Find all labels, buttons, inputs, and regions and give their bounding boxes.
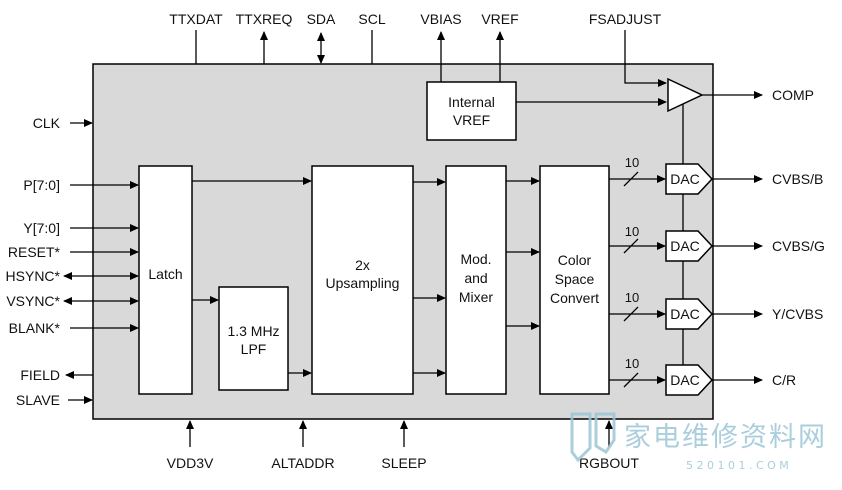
csc-line-2: Space <box>555 271 595 287</box>
pin-label-vdd3v: VDD3V <box>167 455 214 471</box>
bus-width-label-4: 10 <box>625 356 639 371</box>
pin-reset: RESET* <box>8 244 139 260</box>
pin-label-p70: P[7:0] <box>23 177 60 193</box>
pin-slave: SLAVE <box>16 392 93 408</box>
pin-label-blank: BLANK* <box>9 320 61 336</box>
watermark-logo-icon <box>570 412 616 463</box>
dac-2: DAC <box>665 230 714 262</box>
pin-label-scl: SCL <box>358 11 385 27</box>
pin-label-sda: SDA <box>307 11 336 27</box>
pin-label-y-cvbs: Y/CVBS <box>772 306 823 322</box>
mixer-line-2: and <box>464 270 487 286</box>
lpf-line-1: 1.3 MHz <box>227 323 279 339</box>
pin-ttxdat: TTXDAT <box>169 11 223 64</box>
dac-4-label: DAC <box>670 372 700 388</box>
pin-label-vbias: VBIAS <box>420 11 461 27</box>
bus-width-label-1: 10 <box>625 155 639 170</box>
pin-label-field: FIELD <box>20 367 60 383</box>
upsampling-block: 2x Upsampling <box>311 165 414 395</box>
pin-rgbout: RGBOUT <box>579 420 639 471</box>
pin-blank: BLANK* <box>9 320 139 336</box>
pin-label-ttxdat: TTXDAT <box>169 11 223 27</box>
pin-scl: SCL <box>358 11 386 64</box>
pin-sleep: SLEEP <box>381 420 427 471</box>
pin-label-comp: COMP <box>772 87 814 103</box>
latch-label: Latch <box>148 266 182 282</box>
pin-label-sleep: SLEEP <box>381 455 426 471</box>
dac-3-label: DAC <box>670 306 700 322</box>
pin-vdd3v: VDD3V <box>167 420 214 471</box>
dac-1: DAC <box>665 163 714 195</box>
pin-hsync: HSYNC* <box>6 268 139 284</box>
pin-vbias: VBIAS <box>420 11 462 82</box>
pin-y70: Y[7:0] <box>23 220 139 236</box>
bus-width-label-3: 10 <box>625 290 639 305</box>
pin-label-reset: RESET* <box>8 244 61 260</box>
mixer-line-3: Mixer <box>459 289 494 305</box>
vref-block-line-1: Internal <box>448 94 495 110</box>
pin-vsync: VSYNC* <box>6 293 139 309</box>
mixer-line-1: Mod. <box>460 251 491 267</box>
watermark-cn-text: 家电维修资料网 <box>624 422 827 453</box>
upsampling-line-1: 2x <box>355 257 370 273</box>
bus-to-dac-2: 10 <box>609 224 666 254</box>
pin-label-rgbout: RGBOUT <box>579 455 639 471</box>
pin-label-ttxreq: TTXREQ <box>236 11 293 27</box>
dac-2-label: DAC <box>670 238 700 254</box>
pin-altaddr: ALTADDR <box>271 420 335 471</box>
pin-label-cvbs-g: CVBS/G <box>772 238 825 254</box>
internal-vref-block: Internal VREF <box>426 81 517 141</box>
pin-label-altaddr: ALTADDR <box>271 455 334 471</box>
vref-block-line-2: VREF <box>453 112 490 128</box>
watermark: 家电维修资料网 5 2 0 1 0 1 . C O M <box>570 412 827 472</box>
dac-4: DAC <box>665 364 714 396</box>
pin-label-clk: CLK <box>33 115 61 131</box>
pin-sda: SDA <box>307 11 336 64</box>
pin-ttxreq: TTXREQ <box>236 11 293 64</box>
mixer-block: Mod. and Mixer <box>445 165 507 395</box>
color-space-convert-block: Color Space Convert <box>539 165 610 395</box>
pin-label-hsync: HSYNC* <box>6 268 61 284</box>
lpf-line-2: LPF <box>241 341 267 357</box>
lpf-block: 1.3 MHz LPF <box>218 286 289 391</box>
dac-3: DAC <box>665 298 714 330</box>
pin-label-vref: VREF <box>481 11 518 27</box>
pin-vref: VREF <box>481 11 519 82</box>
dac-1-label: DAC <box>670 171 700 187</box>
comp-amplifier-icon <box>667 77 704 113</box>
pin-p70: P[7:0] <box>23 177 139 193</box>
bus-width-label-2: 10 <box>625 224 639 239</box>
latch-block: Latch <box>138 165 193 395</box>
pin-c-r: C/R <box>712 372 796 388</box>
pin-field: FIELD <box>20 367 93 383</box>
upsampling-line-2: Upsampling <box>326 275 400 291</box>
pin-label-y70: Y[7:0] <box>23 220 60 236</box>
pin-y-cvbs: Y/CVBS <box>712 306 823 322</box>
pin-clk: CLK <box>33 115 93 131</box>
csc-line-1: Color <box>558 252 592 268</box>
pin-label-c-r: C/R <box>772 372 796 388</box>
bus-to-dac-1: 10 <box>609 155 666 187</box>
csc-line-3: Convert <box>550 290 599 306</box>
pin-cvbs-g: CVBS/G <box>712 238 825 254</box>
pin-fsadjust: FSADJUST <box>589 11 667 87</box>
pin-label-slave: SLAVE <box>16 392 60 408</box>
pin-label-cvbs-b: CVBS/B <box>772 171 823 187</box>
pin-label-vsync: VSYNC* <box>6 293 60 309</box>
pin-label-fsadjust: FSADJUST <box>589 11 662 27</box>
watermark-url-text: 5 2 0 1 0 1 . C O M <box>686 459 789 472</box>
pin-cvbs-b: CVBS/B <box>712 171 823 187</box>
bus-to-dac-3: 10 <box>609 290 666 322</box>
bus-to-dac-4: 10 <box>609 356 666 388</box>
